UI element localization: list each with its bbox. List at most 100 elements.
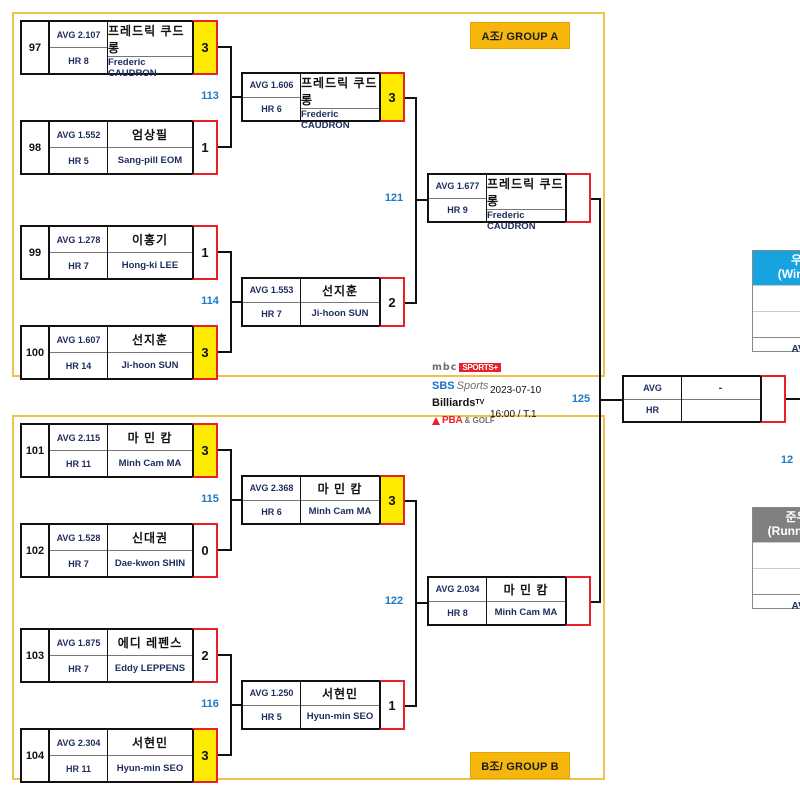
- stats-column: AVG 1.553 HR 7: [243, 279, 301, 325]
- match-card-a-r1-2[interactable]: 98 AVG 1.552 HR 5 엄상필 Sang-pill EOM 1: [20, 120, 218, 175]
- player-name-kr: 선지훈: [321, 283, 359, 298]
- name-column: 프레드릭 쿠드롱 Frederic CAUDRON: [108, 22, 192, 79]
- hr-value: HR 6: [261, 103, 282, 114]
- bracket-connector: [230, 704, 242, 706]
- avg-value: AVG 1.875: [50, 630, 107, 656]
- hr-value: HR 11: [65, 763, 91, 774]
- bracket-connector: [405, 500, 417, 502]
- sbs-sports-logo: SBS Sports: [432, 379, 522, 392]
- event-time-table: 16:00 / T.1: [490, 409, 537, 420]
- seed-number: 99: [22, 227, 50, 278]
- player-name-kr: 마 민 캄: [127, 431, 173, 445]
- player-name-kr: 마 민 캄: [503, 582, 549, 597]
- match-card-b-r1-3[interactable]: 103 AVG 1.875 HR 7 에디 레펜스 Eddy LEPPENS 2: [20, 628, 218, 683]
- player-name-en: Dae-kwon SHIN: [108, 550, 192, 576]
- player-name-kr: 서현민: [321, 686, 359, 701]
- winner-title-kr: 우승: [790, 253, 800, 267]
- hr-value: HR 8: [447, 607, 468, 618]
- hr-value: HR 11: [65, 458, 91, 469]
- match-number-125: 125: [571, 393, 591, 405]
- match-card-b-r2-1[interactable]: AVG 2.368 HR 6 마 민 캄 Minh Cam MA 3: [241, 475, 405, 525]
- score-box: 2: [192, 628, 218, 683]
- stats-column: AVG 1.528 HR 7: [50, 525, 108, 576]
- player-name-kr: 프레드릭 쿠드롱: [487, 177, 564, 208]
- sbs-logo-text: SBS: [432, 379, 455, 392]
- player-name-en: [682, 398, 760, 422]
- match-number-114: 114: [201, 295, 219, 307]
- player-name-kr: 에디 레펜스: [117, 636, 183, 650]
- match-card-a-r3-1[interactable]: AVG 1.677 HR 9 프레드릭 쿠드롱 Frederic CAUDRON: [427, 173, 591, 232]
- stats-column: AVG 2.107 HR 8: [50, 22, 108, 73]
- score-box: 3: [379, 475, 405, 525]
- avg-value: AVG 1.528: [50, 525, 107, 551]
- stats-column: AVG 1.677 HR 9: [429, 175, 487, 221]
- score-box: 3: [379, 72, 405, 122]
- bracket-connector: [786, 398, 800, 400]
- match-number-122: 122: [384, 595, 404, 607]
- bracket-connector: [218, 449, 232, 451]
- match-card-a-r2-2[interactable]: AVG 1.553 HR 7 선지훈 Ji-hoon SUN 2: [241, 277, 405, 327]
- match-card-b-r1-2[interactable]: 102 AVG 1.528 HR 7 신대권 Dae-kwon SHIN 0: [20, 523, 218, 578]
- name-column: 신대권 Dae-kwon SHIN: [108, 525, 192, 576]
- player-name-kr: 프레드릭 쿠드롱: [301, 76, 378, 107]
- name-column: 서현민 Hyun-min SEO: [108, 730, 192, 781]
- player-name-kr: 신대권: [131, 531, 169, 545]
- bracket-connector: [415, 602, 428, 604]
- stats-column: AVG 1.552 HR 5: [50, 122, 108, 173]
- score-box: 1: [192, 225, 218, 280]
- hr-value: HR 7: [68, 558, 89, 569]
- runnerup-avg-label: AVG: [753, 593, 800, 618]
- seed-number: 101: [22, 425, 50, 476]
- match-card-b-r1-4[interactable]: 104 AVG 2.304 HR 11 서현민 Hyun-min SEO 3: [20, 728, 218, 783]
- player-name-kr: 서현민: [131, 736, 169, 750]
- score-box: 3: [192, 325, 218, 380]
- player-name-en: Minh Cam MA: [487, 600, 565, 625]
- match-card-a-r1-1[interactable]: 97 AVG 2.107 HR 8 프레드릭 쿠드롱 Frederic CAUD…: [20, 20, 218, 79]
- runnerup-title-kr: 준우승: [785, 510, 800, 524]
- match-card-b-r3-1[interactable]: AVG 2.034 HR 8 마 민 캄 Minh Cam MA: [427, 576, 591, 626]
- bracket-connector: [591, 601, 601, 603]
- event-date: 2023-07-10: [490, 385, 542, 396]
- hr-value: HR 8: [68, 55, 89, 66]
- winner-row-2: -: [753, 310, 800, 337]
- player-name-en: Ji-hoon SUN: [301, 301, 379, 326]
- hr-value: HR 6: [261, 506, 282, 517]
- name-column: 프레드릭 쿠드롱 Frederic CAUDRON: [301, 74, 379, 131]
- match-card-a-r2-1[interactable]: AVG 1.606 HR 6 프레드릭 쿠드롱 Frederic CAUDRON…: [241, 72, 405, 131]
- name-column: -: [682, 377, 760, 421]
- hr-value: HR 9: [447, 204, 468, 215]
- bracket-connector: [218, 549, 232, 551]
- match-card-a-r1-4[interactable]: 100 AVG 1.607 HR 14 선지훈 Ji-hoon SUN 3: [20, 325, 218, 380]
- player-name-en: Frederic CAUDRON: [487, 209, 565, 232]
- runnerup-row-2: -: [753, 567, 800, 594]
- match-card-b-r2-2[interactable]: AVG 1.250 HR 5 서현민 Hyun-min SEO 1: [241, 680, 405, 730]
- runnerup-title-en: (Runner-up): [767, 523, 800, 538]
- runnerup-row-1: -: [753, 541, 800, 568]
- avg-value: AVG 2.107: [50, 22, 107, 48]
- match-number-115: 115: [201, 493, 219, 505]
- score-box: 2: [379, 277, 405, 327]
- name-column: 마 민 캄 Minh Cam MA: [108, 425, 192, 476]
- seed-number: 97: [22, 22, 50, 73]
- match-card-a-r1-3[interactable]: 99 AVG 1.278 HR 7 이홍기 Hong-ki LEE 1: [20, 225, 218, 280]
- bracket-connector: [415, 199, 428, 201]
- pba-golf-logo: PBA & GOLF: [432, 414, 522, 427]
- seed-number: 103: [22, 630, 50, 681]
- hr-value: HR 14: [65, 360, 92, 371]
- match-card-b-r1-1[interactable]: 101 AVG 2.115 HR 11 마 민 캄 Minh Cam MA 3: [20, 423, 218, 478]
- player-name-kr: -: [718, 381, 724, 394]
- name-column: 마 민 캄 Minh Cam MA: [487, 578, 565, 624]
- match-card-final[interactable]: AVG HR -: [622, 375, 786, 423]
- bracket-connector: [218, 46, 232, 48]
- avg-value: AVG 2.115: [50, 425, 107, 451]
- runnerup-panel: 준우승 (Runner-up) - - AVG: [752, 507, 800, 612]
- mbc-logo-text: mbc: [432, 362, 458, 373]
- avg-value: AVG 1.552: [50, 122, 107, 148]
- name-column: 선지훈 Ji-hoon SUN: [108, 327, 192, 378]
- score-box: [760, 375, 786, 423]
- player-name-en: Sang-pill EOM: [108, 147, 192, 173]
- name-column: 프레드릭 쿠드롱 Frederic CAUDRON: [487, 175, 565, 232]
- avg-value: AVG 1.606: [243, 74, 300, 98]
